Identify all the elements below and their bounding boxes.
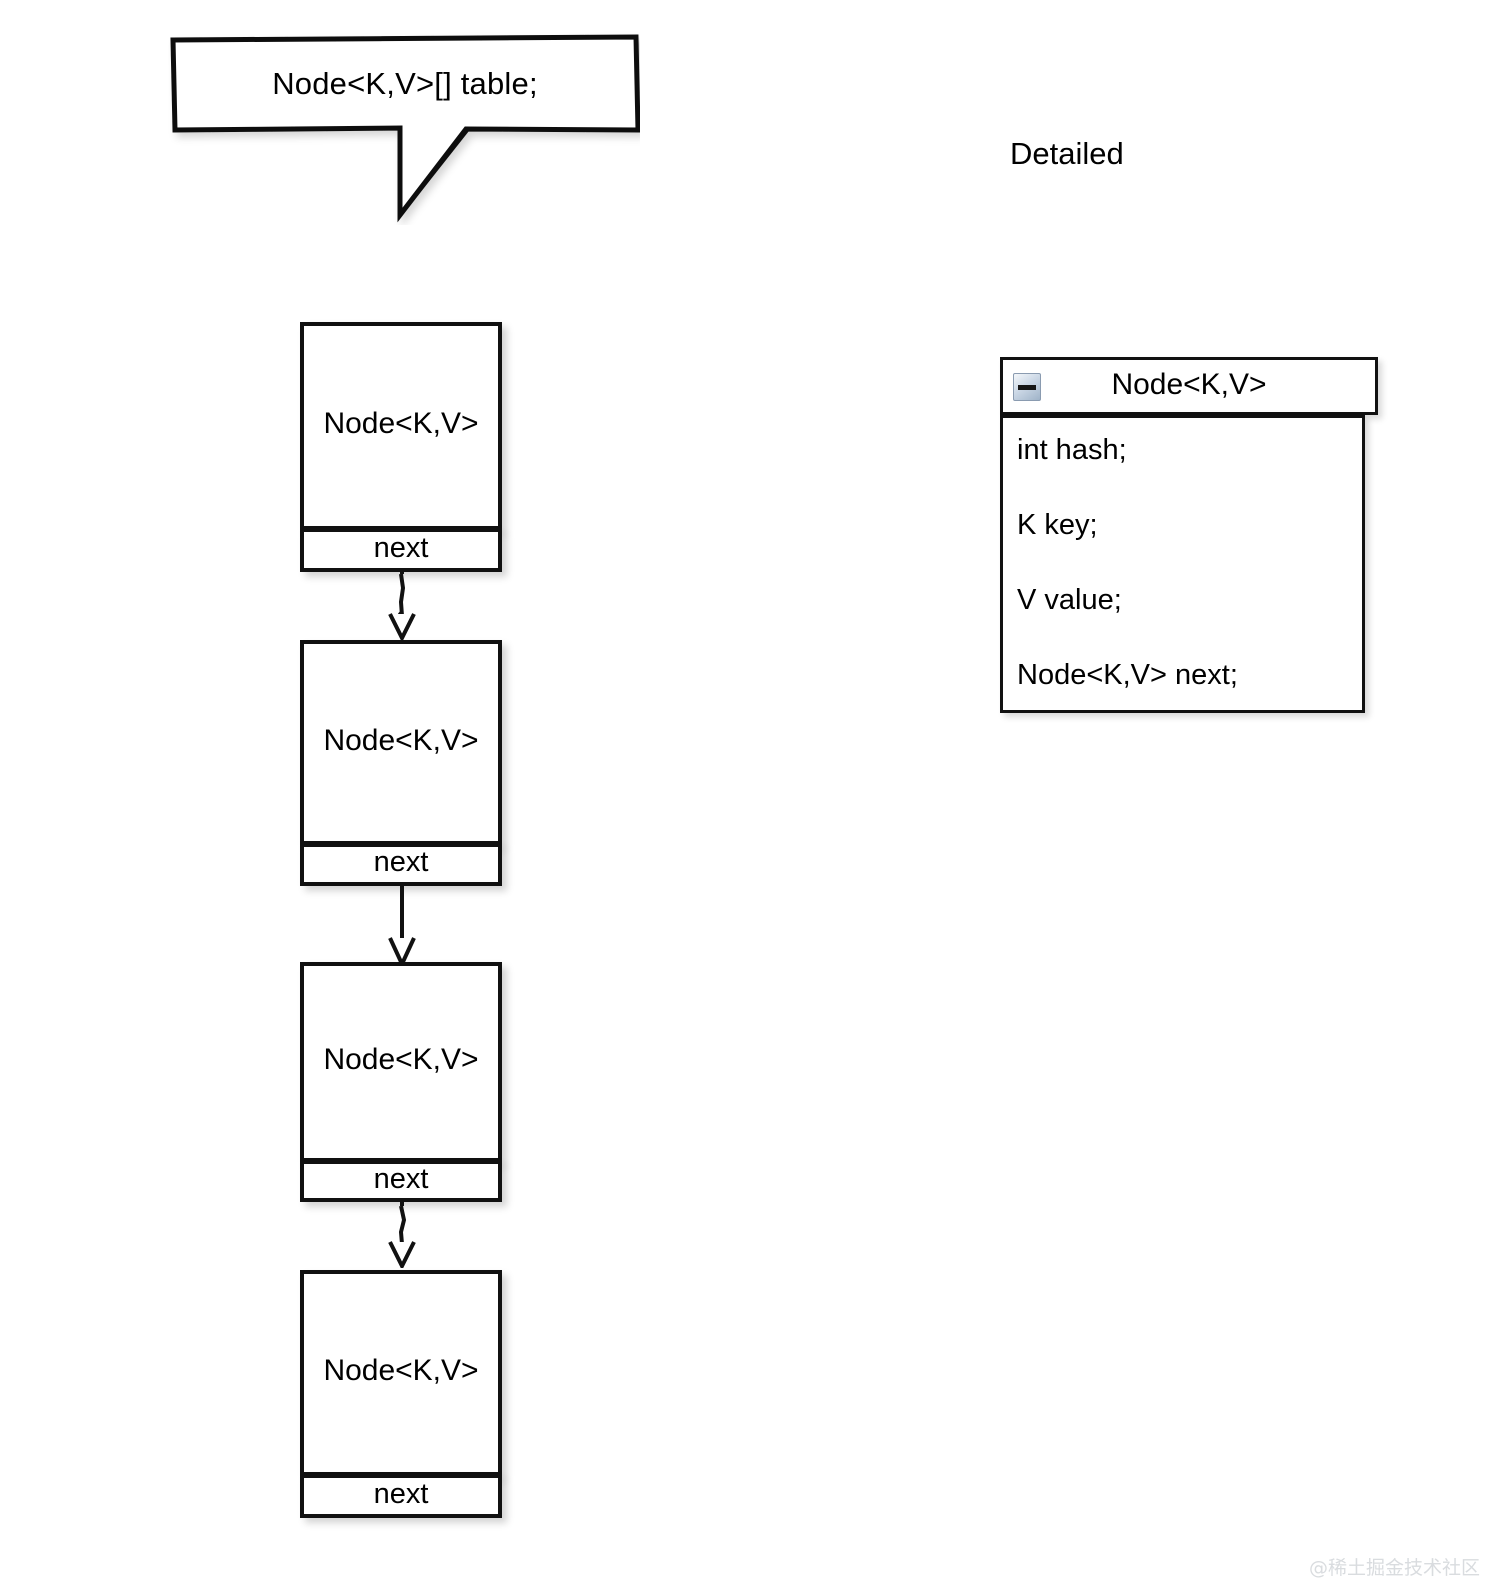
arrow-node1-node2 bbox=[382, 568, 422, 640]
class-field-key: K key; bbox=[1017, 509, 1098, 541]
arrow-node2-node3 bbox=[382, 882, 422, 966]
node-next-field-2: next bbox=[300, 843, 502, 886]
node-next-label-1: next bbox=[373, 531, 429, 564]
node-body-1: Node<K,V> bbox=[300, 322, 502, 530]
node-title-3: Node<K,V> bbox=[323, 1043, 479, 1076]
node-box-1[interactable]: Node<K,V> next bbox=[300, 322, 502, 572]
node-box-2[interactable]: Node<K,V> next bbox=[300, 640, 502, 886]
node-box-4[interactable]: Node<K,V> next bbox=[300, 1270, 502, 1518]
node-body-2: Node<K,V> bbox=[300, 640, 502, 845]
node-body-3: Node<K,V> bbox=[300, 962, 502, 1162]
class-field-value: V value; bbox=[1017, 584, 1122, 616]
watermark: @稀土掘金技术社区 bbox=[1308, 1557, 1480, 1579]
node-title-1: Node<K,V> bbox=[323, 407, 479, 440]
node-next-label-3: next bbox=[373, 1162, 429, 1195]
node-next-field-1: next bbox=[300, 528, 502, 572]
node-body-4: Node<K,V> bbox=[300, 1270, 502, 1476]
class-field-hash: int hash; bbox=[1017, 434, 1127, 466]
arrow-node3-node4 bbox=[382, 1198, 422, 1268]
node-next-field-4: next bbox=[300, 1474, 502, 1518]
node-next-label-4: next bbox=[373, 1477, 429, 1510]
node-title-2: Node<K,V> bbox=[323, 723, 479, 757]
callout-text: Node<K,V>[] table; bbox=[272, 66, 538, 101]
detailed-label: Detailed bbox=[1010, 136, 1124, 171]
node-next-field-3: next bbox=[300, 1160, 502, 1202]
node-title-4: Node<K,V> bbox=[323, 1354, 479, 1387]
class-field-next: Node<K,V> next; bbox=[1017, 659, 1238, 691]
node-class-box[interactable]: Node<K,V> int hash; K key; V value; Node… bbox=[1000, 357, 1378, 713]
node-next-label-2: next bbox=[373, 846, 429, 878]
callout-shape bbox=[170, 34, 640, 223]
class-box-header: Node<K,V> bbox=[1000, 357, 1378, 415]
class-box-body: int hash; K key; V value; Node<K,V> next… bbox=[1000, 415, 1365, 713]
minus-icon[interactable] bbox=[1013, 373, 1041, 401]
node-box-3[interactable]: Node<K,V> next bbox=[300, 962, 502, 1202]
callout-balloon bbox=[168, 30, 640, 225]
class-title: Node<K,V> bbox=[1111, 368, 1267, 401]
